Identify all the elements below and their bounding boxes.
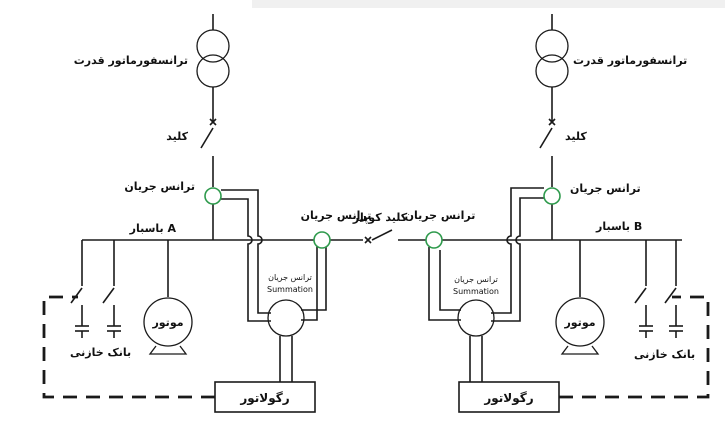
left-motor <box>143 240 193 355</box>
busbar-a-label: باسبار A <box>129 222 177 235</box>
left-bus-ct-label: ترانس جریان <box>301 209 372 222</box>
bus-coupler <box>364 229 429 244</box>
right-capacitor-label: بانک خازنی <box>634 348 695 361</box>
right-capacitor-feeders <box>634 240 683 338</box>
left-summation-label-1: ترانس جریان <box>268 273 312 282</box>
right-ct-wiring <box>428 187 544 382</box>
left-summation-ct <box>267 299 305 337</box>
left-motor-label: موتور <box>151 316 183 329</box>
right-control-loop <box>559 295 710 399</box>
left-summation-label-2: Summation <box>267 285 313 294</box>
left-section: ترانسفورماتور قدرت کلید ترانس جریان باسب… <box>70 14 372 413</box>
right-power-transformer <box>535 14 569 122</box>
right-summation-ct <box>457 299 495 337</box>
left-breaker <box>200 118 217 187</box>
busbar-b-label: باسبار B <box>595 220 642 233</box>
left-breaker-label: کلید <box>166 130 188 143</box>
left-transformer-label: ترانسفورماتور قدرت <box>74 54 188 67</box>
right-feeder-ct <box>543 187 561 205</box>
right-bus-ct <box>425 231 443 249</box>
left-feeder-ct <box>204 187 222 205</box>
right-motor-label: موتور <box>563 316 595 329</box>
right-summation-label-2: Summation <box>453 287 499 296</box>
right-summation-label-1: ترانس جریان <box>454 275 498 284</box>
right-feeder-ct-label: ترانس جریان <box>570 182 641 195</box>
right-regulator-label: رگولاتور <box>483 391 533 406</box>
left-bus-ct <box>313 231 331 249</box>
right-breaker <box>539 118 556 187</box>
right-section: ترانسفورماتور قدرت کلید ترانس جریان باسب… <box>405 14 695 413</box>
left-power-transformer <box>196 14 230 122</box>
right-motor <box>555 240 605 355</box>
coupler-label: کلید کوپلر <box>352 211 408 224</box>
left-feeder-ct-label: ترانس جریان <box>124 180 195 193</box>
left-ct-wiring <box>221 189 327 382</box>
top-band <box>252 0 725 8</box>
left-capacitor-feeders <box>70 240 121 338</box>
right-bus-ct-label: ترانس جریان <box>405 209 476 222</box>
left-regulator-label: رگولاتور <box>239 391 289 406</box>
left-capacitor-label: بانک خازنی <box>70 346 131 359</box>
right-breaker-label: کلید <box>565 130 587 143</box>
right-transformer-label: ترانسفورماتور قدرت <box>573 54 687 67</box>
left-control-loop <box>42 295 215 399</box>
